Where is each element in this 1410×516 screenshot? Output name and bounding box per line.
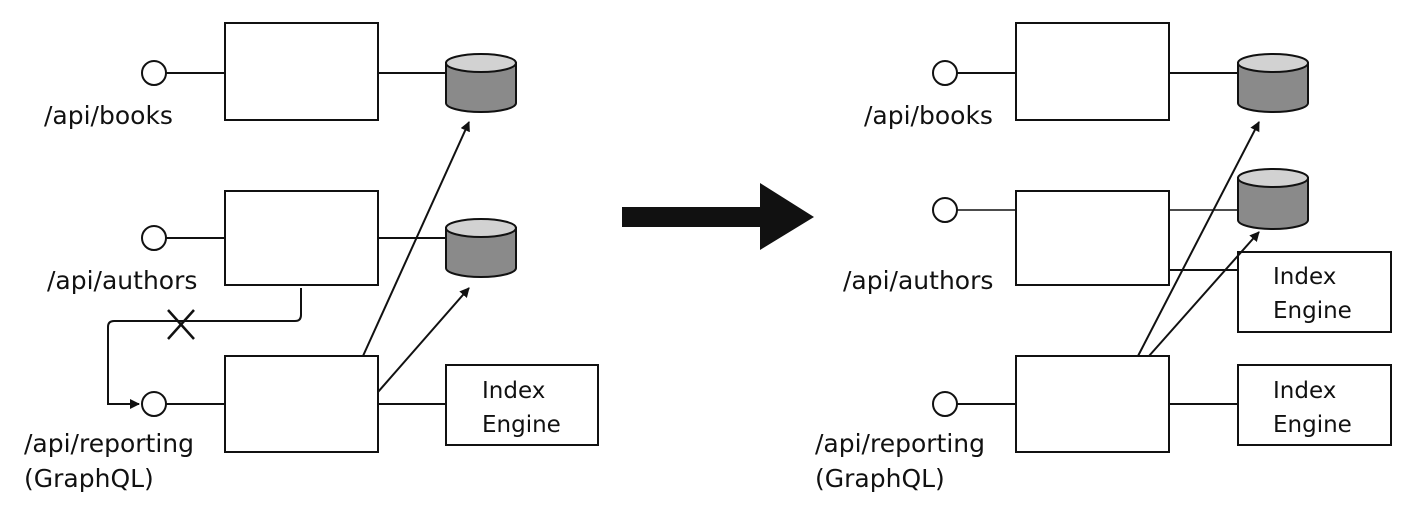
- removed-authors-to-reporting-call: [107, 288, 302, 409]
- reporting-to-authors-db-arrow: [377, 287, 470, 393]
- reporting-to-books-db-arrow: [362, 121, 470, 357]
- after-reporting-index-engine-line1: Index: [1273, 378, 1336, 404]
- after-reporting-index-engine-line2: Engine: [1273, 412, 1352, 438]
- after-reporting-endpoint-port: [932, 391, 958, 417]
- books-endpoint-label: /api/books: [44, 101, 173, 130]
- transition-arrow: [622, 183, 814, 250]
- after-reporting-index-engine-box: [1237, 364, 1392, 446]
- after-reporting-service-row: Index Engine /api/reporting (GraphQL): [815, 355, 1392, 493]
- after-reporting-endpoint-label: /api/reporting: [815, 429, 985, 458]
- after-authors-service-row: Index Engine /api/authors: [843, 168, 1392, 333]
- after-books-service-box: [1015, 22, 1170, 121]
- index-engine-label-line1: Index: [482, 378, 545, 404]
- reporting-service-box: [224, 355, 379, 453]
- after-books-endpoint-label: /api/books: [864, 101, 993, 130]
- after-reporting-to-authors-db-arrow: [1148, 231, 1260, 357]
- after-authors-index-engine-line2: Engine: [1273, 298, 1352, 324]
- index-engine-box: [445, 364, 599, 446]
- blocked-cross-icon: [167, 309, 195, 340]
- after-authors-database-icon: [1237, 168, 1309, 230]
- reporting-endpoint-port: [141, 391, 167, 417]
- books-endpoint-port: [141, 60, 167, 86]
- after-diagram: /api/books Index Engine /api/authors: [815, 22, 1392, 493]
- books-service-box: [224, 22, 379, 121]
- after-books-endpoint-port: [932, 60, 958, 86]
- after-reporting-service-box: [1015, 355, 1170, 453]
- after-reporting-to-books-db-arrow: [1137, 121, 1260, 357]
- authors-service-box: [224, 190, 379, 286]
- reporting-endpoint-label: /api/reporting: [24, 429, 194, 458]
- after-graphql-label: (GraphQL): [815, 464, 945, 493]
- before-diagram: /api/books /api/authors In: [24, 22, 599, 493]
- after-books-service-row: /api/books: [864, 22, 1309, 130]
- authors-database-icon: [445, 218, 517, 278]
- authors-endpoint-port: [141, 225, 167, 251]
- graphql-label: (GraphQL): [24, 464, 154, 493]
- after-authors-service-box: [1015, 190, 1170, 286]
- books-service-row: /api/books: [44, 22, 517, 130]
- reporting-service-row: Index Engine /api/reporting (GraphQL): [24, 355, 599, 493]
- after-authors-index-engine-line1: Index: [1273, 264, 1336, 290]
- index-engine-label-line2: Engine: [482, 412, 561, 438]
- after-authors-endpoint-port: [932, 197, 958, 223]
- authors-service-row: /api/authors: [47, 190, 517, 295]
- books-database-icon: [445, 53, 517, 113]
- after-authors-endpoint-label: /api/authors: [843, 266, 993, 295]
- after-authors-index-engine-box: [1237, 251, 1392, 333]
- authors-endpoint-label: /api/authors: [47, 266, 197, 295]
- after-books-database-icon: [1237, 53, 1309, 113]
